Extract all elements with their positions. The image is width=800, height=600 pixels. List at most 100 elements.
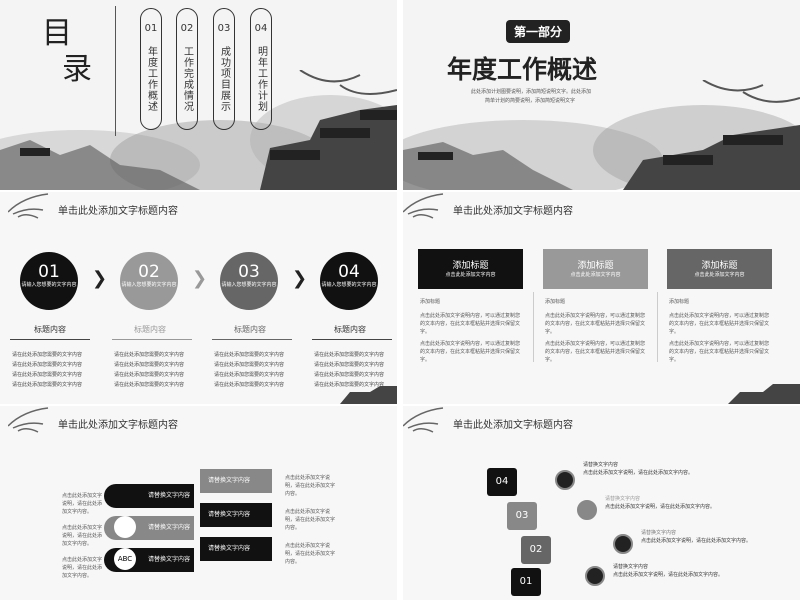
column-paragraph: 点击此处添加文字说明内容，可以通过复制您的文本内容，在此文本框粘贴并选择只保留文… — [545, 313, 646, 335]
bullet-item: 请在此处添加您需要的文字内容 — [214, 362, 285, 368]
toc-label: 成功项目展示 — [218, 46, 230, 112]
step-text: 请输入您想要的文字内容 — [121, 282, 177, 288]
slide-toc[interactable]: 目 录 01 年度工作概述 02 工作完成情况 03 成功项目展示 04 明年工作计划 — [0, 0, 397, 190]
step-text: 请输入您想要的文字内容 — [221, 282, 277, 288]
ribbon-note: 点击此处添加文字说明，请在此处添加文字内容。 — [62, 557, 103, 579]
heart-icon — [613, 534, 633, 554]
column-sub: 点击此处添加文字内容 — [570, 272, 621, 278]
step-bullets: 请在此处添加您需要的文字内容 请在此处添加您需要的文字内容 请在此处添加您需要的… — [12, 350, 82, 390]
column-title: 添加标题 — [452, 261, 489, 271]
ribbon-right-2[interactable] — [200, 503, 272, 527]
toc-title-char-2: 录 — [62, 52, 94, 87]
item-title: 请替换文字内容 — [641, 530, 677, 536]
toc-title-char-1: 目 — [42, 16, 74, 51]
bullet-item: 请在此处添加您需要的文字内容 — [314, 382, 385, 388]
item-text: 点击此处添加文字说明，请在此处添加文字内容。 — [605, 504, 716, 510]
toc-label: 年度工作概述 — [145, 46, 157, 112]
bullet-item: 请在此处添加您需要的文字内容 — [214, 372, 285, 378]
chevron-right-icon: ❯ — [292, 268, 308, 289]
column-head: 添加标题 — [420, 299, 441, 305]
column-title: 添加标题 — [577, 261, 614, 271]
item-text: 点击此处添加文字说明，请在此处添加文字内容。 — [641, 538, 752, 544]
step-num: 02 — [138, 262, 160, 282]
section-badge: 第一部分 — [506, 20, 571, 43]
column-header-1[interactable]: 添加标题点击此处添加文字内容 — [418, 249, 523, 289]
column-paragraph: 点击此处添加文字说明内容，可以通过复制您的文本内容，在此文本框粘贴并选择只保留文… — [420, 341, 521, 363]
toc-item-02[interactable]: 02 工作完成情况 — [176, 8, 198, 130]
bullet-item: 请在此处添加您需要的文字内容 — [214, 352, 285, 358]
slide-three-columns[interactable]: 单击此处添加文字标题内容 添加标题点击此处添加文字内容 添加标题点击此处添加文字… — [403, 192, 800, 404]
column-head: 添加标题 — [545, 299, 566, 305]
bullet-item: 请在此处添加您需要的文字内容 — [314, 352, 385, 358]
ribbon-note: 点击此处添加文字说明，请在此处添加文字内容。 — [62, 493, 103, 515]
bullet-item: 请在此处添加您需要的文字内容 — [314, 362, 385, 368]
ribbon-right-1[interactable] — [200, 469, 272, 493]
bamboo-leaf-icon — [403, 407, 444, 433]
ribbon-note: 点击此处添加文字说明，请在此处添加文字内容。 — [285, 509, 336, 531]
slide-header: 单击此处添加文字标题内容 — [453, 206, 573, 217]
step-label: 标题内容 — [334, 325, 366, 334]
bullet-item: 请在此处添加您需要的文字内容 — [114, 382, 185, 388]
ribbon-right-3[interactable] — [200, 537, 272, 561]
toc-num: 03 — [217, 23, 231, 34]
bullet-item: 请在此处添加您需要的文字内容 — [114, 362, 185, 368]
step-label: 标题内容 — [134, 325, 166, 334]
step-num: 04 — [338, 262, 360, 282]
step-label: 标题内容 — [234, 325, 266, 334]
item-text: 点击此处添加文字说明，请在此处添加文字内容。 — [583, 470, 694, 476]
bullet-item: 请在此处添加您需要的文字内容 — [214, 382, 285, 388]
toc-item-03[interactable]: 03 成功项目展示 — [213, 8, 235, 130]
stair-step-01[interactable]: 01 — [511, 568, 541, 596]
step-label: 标题内容 — [34, 325, 66, 334]
ink-landscape — [403, 80, 800, 190]
column-paragraph: 点击此处添加文字说明内容，可以通过复制您的文本内容，在此文本框粘贴并选择只保留文… — [420, 313, 521, 335]
column-paragraph: 点击此处添加文字说明内容，可以通过复制您的文本内容，在此文本框粘贴并选择只保留文… — [669, 341, 770, 363]
slide-section-1[interactable]: 第一部分 年度工作概述 此处添加计划图要说明，添加简短说明文字。此处添加 简单计… — [403, 0, 800, 190]
section-title: 年度工作概述 — [447, 55, 598, 84]
toc-label: 工作完成情况 — [181, 46, 193, 112]
item-title: 请替换文字内容 — [583, 462, 619, 468]
bamboo-leaf-icon — [8, 407, 49, 433]
stair-step-02[interactable]: 02 — [521, 536, 551, 564]
toc-num: 01 — [144, 23, 158, 34]
bamboo-leaf-icon — [8, 193, 49, 219]
ribbon-note: 点击此处添加文字说明，请在此处添加文字内容。 — [285, 475, 336, 497]
step-text: 请输入您想要的文字内容 — [21, 282, 77, 288]
toc-num: 02 — [180, 23, 194, 34]
stair-step-03[interactable]: 03 — [507, 502, 537, 530]
ribbon-label: 请替换文字内容 — [208, 545, 251, 552]
step-num: 03 — [238, 262, 260, 282]
pencil-icon — [577, 500, 597, 520]
toc-label: 明年工作计划 — [255, 46, 267, 112]
bullet-item: 请在此处添加您需要的文字内容 — [12, 362, 83, 368]
step-underline — [10, 339, 90, 340]
abc-icon: ABC — [114, 548, 136, 570]
column-header-2[interactable]: 添加标题点击此处添加文字内容 — [543, 249, 648, 289]
slide-ribbons[interactable]: 单击此处添加文字标题内容 请替换文字内容 请替换文字内容 请替换文字内容 请替换… — [0, 406, 397, 600]
ink-landscape — [0, 70, 397, 190]
toc-item-01[interactable]: 01 年度工作概述 — [140, 8, 162, 130]
ribbon-label: 请替换文字内容 — [208, 477, 251, 484]
item-title: 请替换文字内容 — [605, 496, 641, 502]
graduation-cap-icon — [114, 516, 136, 538]
chevron-right-icon: ❯ — [192, 268, 208, 289]
column-header-3[interactable]: 添加标题点击此处添加文字内容 — [667, 249, 772, 289]
column-divider — [657, 292, 658, 362]
toc-item-04[interactable]: 04 明年工作计划 — [250, 8, 272, 130]
slide-stairs[interactable]: 单击此处添加文字标题内容 04 03 02 01 请替换文字内容 点击此处添加文… — [403, 406, 800, 600]
ribbon-label: 请替换文字内容 — [148, 556, 191, 563]
section-subtitle-1: 此处添加计划图要说明，添加简短说明文字。此处添加 — [471, 89, 592, 95]
house-roof-decoration — [728, 384, 800, 404]
ribbon-left-1[interactable] — [104, 484, 194, 508]
toc-num: 04 — [254, 23, 268, 34]
ribbon-note: 点击此处添加文字说明，请在此处添加文字内容。 — [285, 543, 336, 565]
chevron-right-icon: ❯ — [92, 268, 108, 289]
step-text: 请输入您想要的文字内容 — [321, 282, 377, 288]
house-roof-decoration — [340, 386, 397, 404]
stair-step-04[interactable]: 04 — [487, 468, 517, 496]
